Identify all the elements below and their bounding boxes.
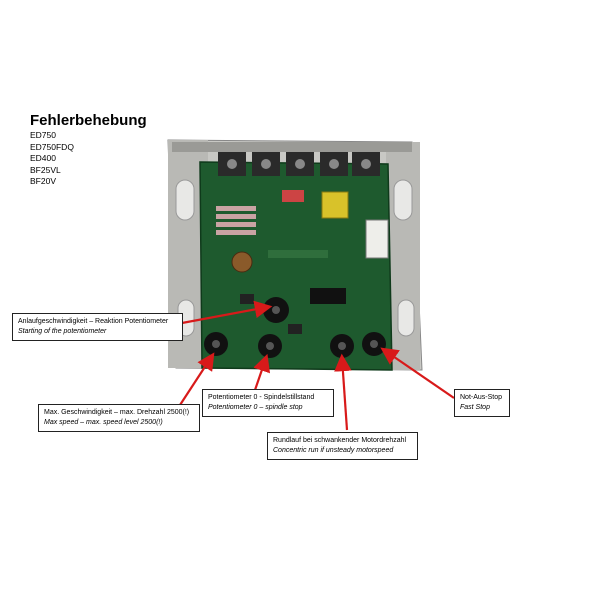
callout-text-en: Max speed – max. speed level 2500(!) (44, 419, 163, 426)
callout-text-de: Not-Aus-Stop (460, 394, 503, 401)
callout-text-de: Max. Geschwindigkeit – max. Drehzahl 250… (44, 409, 190, 416)
model-item: ED750FDQ (30, 141, 74, 152)
callout-concentric-run: Rundlauf bei schwankender Motordrehzahl … (267, 432, 418, 460)
model-item: BF20V (30, 176, 56, 186)
callout-text-en: Potentiometer 0 – spindle stop (208, 404, 303, 411)
model-list: ED750 ED750FDQ ED400 BF25VL BF20V (30, 130, 74, 188)
callout-text-de: Potentiometer 0 - Spindelstillstand (208, 394, 315, 401)
callout-potentiometer-zero: Potentiometer 0 - Spindelstillstand Pote… (202, 389, 334, 417)
callout-fast-stop: Not-Aus-Stop Fast Stop (454, 389, 510, 417)
pcb (199, 152, 393, 371)
callout-text-en: Concentric run if unsteady motorspeed (273, 447, 394, 454)
model-item: ED400 (30, 153, 56, 163)
callout-text-en: Fast Stop (460, 404, 490, 411)
page-title: Fehlerbehebung (30, 112, 147, 129)
model-item: ED750 (30, 130, 56, 140)
callout-arrows (179, 300, 455, 431)
callout-text-en: Starting of the potentiometer (18, 328, 107, 335)
callout-text-de: Anlaufgeschwindigkeit – Reaktion Potenti… (18, 318, 169, 325)
callout-text-de: Rundlauf bei schwankender Motordrehzahl (273, 437, 407, 444)
callout-start-speed: Anlaufgeschwindigkeit – Reaktion Potenti… (12, 313, 183, 341)
model-item: BF25VL (30, 164, 61, 175)
callout-max-speed: Max. Geschwindigkeit – max. Drehzahl 250… (38, 404, 200, 432)
